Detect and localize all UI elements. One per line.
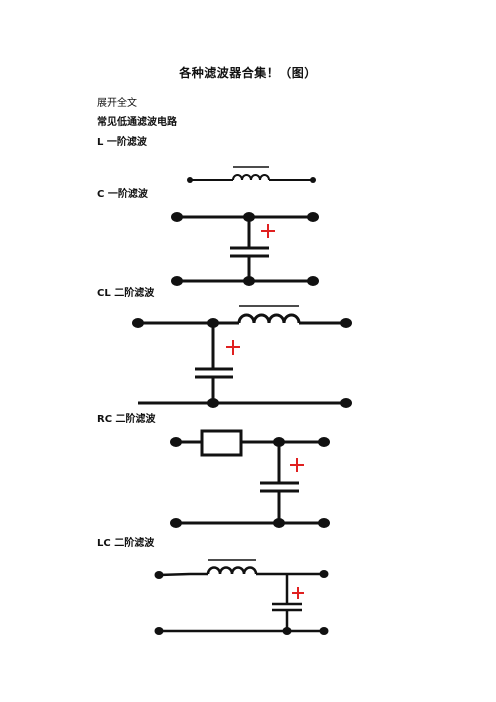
expand-full-text-link[interactable]: 展开全文 bbox=[97, 98, 137, 109]
label-cl-second-order: CL 二阶滤波 bbox=[97, 288, 155, 299]
label-rc-second-order: RC 二阶滤波 bbox=[97, 414, 156, 425]
label-l-first-order: L 一阶滤波 bbox=[97, 137, 147, 148]
diagram-lc-filter bbox=[154, 559, 329, 635]
diagram-l-filter bbox=[187, 166, 316, 183]
label-lc-second-order: LC 二阶滤波 bbox=[97, 538, 155, 549]
section-heading: 常见低通滤波电路 bbox=[97, 117, 177, 128]
plus-sign-cl bbox=[226, 340, 240, 355]
plus-sign-rc bbox=[290, 458, 304, 472]
plus-sign-lc bbox=[292, 587, 304, 599]
plus-sign-c bbox=[261, 224, 275, 238]
label-c-first-order: C 一阶滤波 bbox=[97, 189, 148, 200]
document-title: 各种滤波器合集！（图） bbox=[179, 66, 317, 80]
diagram-c-filter bbox=[171, 212, 319, 286]
diagram-rc-filter bbox=[170, 429, 330, 528]
diagram-cl-filter bbox=[132, 305, 352, 408]
